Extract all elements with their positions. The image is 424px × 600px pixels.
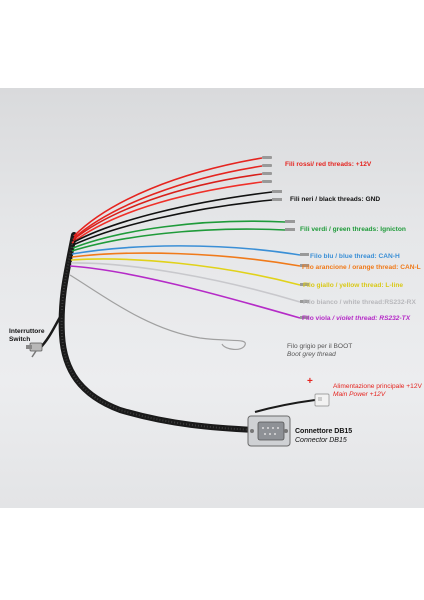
boot-grey-wire — [69, 274, 246, 350]
label-power-it: Alimentazione principale +12V — [333, 383, 422, 390]
harness-photo — [0, 88, 424, 508]
label-boot-it: Filo grigio per il BOOT — [287, 343, 353, 350]
label-black-threads: Fili neri / black threads: GND — [290, 196, 381, 203]
red-wires — [71, 157, 263, 244]
blue-wire — [71, 245, 301, 256]
sheathed-cable — [58, 232, 258, 433]
label-red-threads: Fili rossi/ red threads: +12V — [285, 161, 372, 168]
label-violet-en: / violet thread: RS232-TX — [330, 315, 411, 322]
red-wire-pins — [262, 156, 272, 183]
label-white-thread: Filo bianco / white thread:RS232-RX — [303, 299, 416, 306]
label-boot-en: Boot grey thread — [287, 351, 336, 358]
yellow-wire — [70, 258, 301, 286]
orange-wire — [71, 252, 301, 267]
power-connector — [314, 393, 330, 407]
white-wire — [70, 262, 301, 303]
plus-sign: + — [307, 376, 313, 387]
label-blue-thread: Filo blu / blue thread: CAN-H — [310, 253, 400, 260]
cable-braid — [60, 234, 256, 431]
label-power-en: Main Power +12V — [333, 391, 386, 398]
switch-wire — [39, 311, 65, 349]
label-switch-en: Switch — [9, 336, 31, 343]
label-violet-thread: Filo viola / violet thread: RS232-TX — [302, 315, 410, 323]
violet-wire — [69, 265, 301, 319]
label-violet-it: Filo viola — [302, 315, 331, 322]
db15-connector — [247, 415, 291, 447]
green-wires — [71, 220, 286, 252]
toggle-switch — [26, 342, 43, 358]
label-yellow-thread: Filo giallo / yellow thread: L-line — [303, 282, 404, 289]
black-wires — [72, 191, 273, 246]
label-switch-it: Interruttore — [9, 328, 45, 335]
power-wire — [254, 399, 316, 413]
label-orange-thread: Filo arancione / orange thread: CAN-L — [302, 264, 421, 271]
label-db15-it: Connettore DB15 — [295, 428, 353, 435]
label-green-threads: Fili verdi / green threads: Ignicton — [300, 226, 406, 233]
label-db15-en: Connector DB15 — [295, 437, 347, 444]
